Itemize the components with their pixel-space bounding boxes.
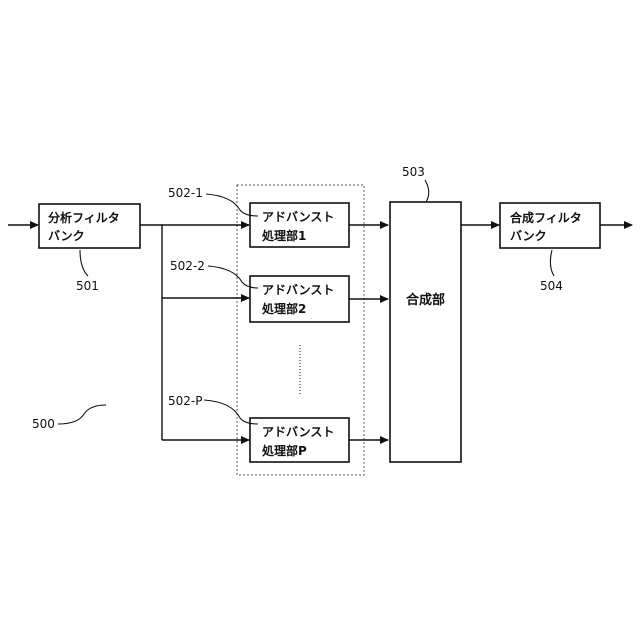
advanced-1-label-line2: 処理部1 xyxy=(261,228,306,243)
advanced-p-label-line2: 処理部P xyxy=(261,443,307,458)
ref-501: 501 xyxy=(76,279,99,293)
advanced-1-label-line1: アドバンスト xyxy=(262,210,334,224)
ref-504: 504 xyxy=(540,279,563,293)
ref-502-2: 502-2 xyxy=(170,259,205,273)
leader-503 xyxy=(425,180,429,202)
leader-501 xyxy=(80,250,88,276)
advanced-processing-block-1: アドバンスト 処理部1 xyxy=(250,203,349,247)
ref-500: 500 xyxy=(32,417,55,431)
advanced-p-label-line1: アドバンスト xyxy=(262,425,334,439)
ref-502-1: 502-1 xyxy=(168,186,203,200)
synthesis-filter-bank-label-line2: バンク xyxy=(510,229,547,243)
analysis-filter-bank-label-line1: 分析フィルタ xyxy=(48,210,120,225)
synthesis-filter-bank-block: 合成フィルタ バンク xyxy=(500,203,600,248)
synthesis-unit-block: 合成部 xyxy=(390,202,461,462)
synthesis-filter-bank-label-line1: 合成フィルタ xyxy=(510,210,582,225)
analysis-filter-bank-block: 分析フィルタ バンク xyxy=(39,204,140,248)
advanced-2-label-line2: 処理部2 xyxy=(261,301,306,316)
leader-504 xyxy=(550,250,554,276)
synthesis-unit-label: 合成部 xyxy=(406,292,445,308)
analysis-filter-bank-label-line2: バンク xyxy=(48,229,85,243)
ref-503: 503 xyxy=(402,165,425,179)
leader-500 xyxy=(58,405,106,424)
ref-502-p: 502-P xyxy=(168,394,202,408)
advanced-2-label-line1: アドバンスト xyxy=(262,283,334,297)
split-wire xyxy=(140,225,162,440)
advanced-processing-block-2: アドバンスト 処理部2 xyxy=(250,276,349,322)
advanced-processing-block-p: アドバンスト 処理部P xyxy=(250,418,349,462)
